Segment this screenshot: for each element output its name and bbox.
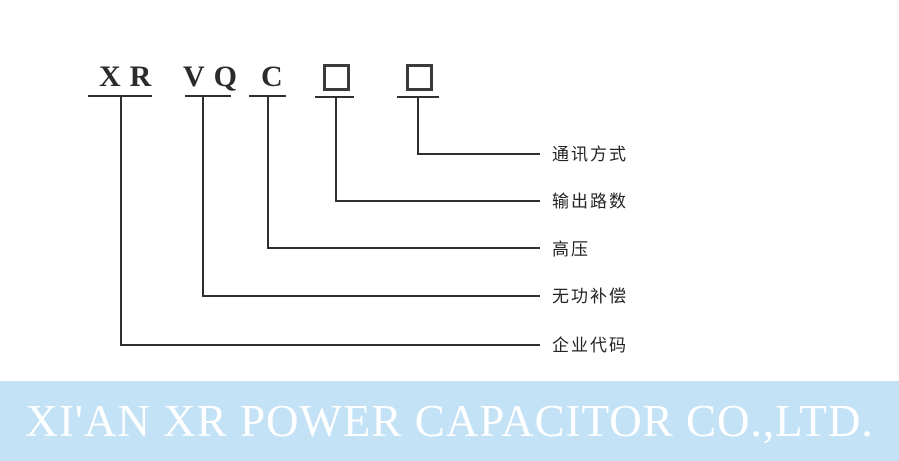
label-enterprise-code: 企业代码 [552,336,628,355]
underline-vq [185,95,231,97]
underline-c [249,95,286,97]
connector-xr-to-label [120,97,540,346]
code-part-xr: XR [99,60,161,93]
label-reactive-power-compensation: 无功补偿 [552,287,628,306]
connector-box1-to-label [335,97,540,202]
connector-c-to-label [267,97,540,249]
connector-box2-to-label [417,97,540,155]
code-part-c: C [261,60,292,93]
code-part-placeholder-box-2 [406,64,433,91]
code-part-placeholder-box-1 [323,64,350,91]
code-part-vq: VQ [183,60,246,93]
underline-xr [88,95,152,97]
company-name: XI'AN XR POWER CAPACITOR CO.,LTD. [25,396,874,446]
underline-box-1 [315,96,354,98]
connector-vq-to-label [202,97,540,297]
label-communication-mode: 通讯方式 [552,145,628,164]
company-banner: XI'AN XR POWER CAPACITOR CO.,LTD. [0,381,899,461]
label-output-channels: 输出路数 [552,192,628,211]
label-high-voltage: 高压 [552,240,590,259]
